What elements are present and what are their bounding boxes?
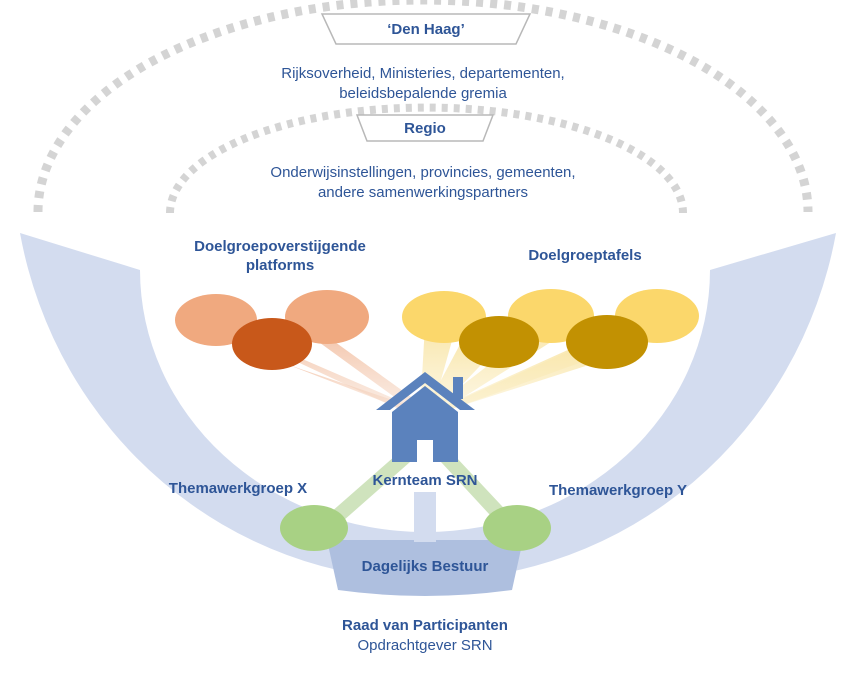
werkgroep-x-label: Themawerkgroep X (168, 480, 308, 497)
den-haag-tab-shape (320, 13, 532, 45)
kernteam-label: Kernteam SRN (372, 472, 478, 489)
regio-description: Onderwijsinstellingen, provincies, gemee… (223, 163, 623, 203)
tafels-label: Doelgroeptafels (528, 247, 642, 264)
den-haag-description: Rijksoverheid, Ministeries, departemente… (223, 64, 623, 104)
den-haag-dotted-arc (33, 0, 813, 213)
dagelijks-bestuur-band (327, 540, 523, 596)
werkgroep-x-ellipse (280, 505, 348, 551)
house-connector (414, 492, 436, 542)
raad-title: Raad van Participanten (342, 617, 508, 634)
house-icon (376, 372, 475, 462)
platform-ellipse-3 (232, 318, 312, 370)
platforms-label: Doelgroepoverstijgende platforms (180, 237, 380, 275)
regio-line-1: Onderwijsinstellingen, provincies, gemee… (270, 164, 576, 181)
regio-line-2: andere samenwerkingspartners (317, 184, 529, 201)
regio-tab: Regio (355, 113, 495, 143)
werkgroep-y-label: Themawerkgroep Y (548, 482, 688, 499)
den-haag-line-2: beleidsbepalende gremia (339, 85, 507, 102)
regio-title: Regio (404, 119, 446, 137)
tafel-ellipse-4 (459, 316, 539, 368)
tafel-ellipse-5 (566, 315, 648, 369)
raad-arc-band (20, 233, 836, 581)
den-haag-title: ‘Den Haag’ (387, 20, 465, 38)
raad-subtitle: Opdrachtgever SRN (357, 637, 493, 654)
regio-tab-shape (355, 114, 495, 142)
platforms-line-2: platforms (245, 257, 315, 274)
den-haag-tab: ‘Den Haag’ (320, 12, 532, 46)
platforms-line-1: Doelgroepoverstijgende (194, 238, 366, 255)
dagelijks-bestuur-label: Dagelijks Bestuur (361, 558, 489, 575)
regio-dotted-arc (166, 103, 687, 214)
den-haag-line-1: Rijksoverheid, Ministeries, departemente… (281, 65, 565, 82)
werkgroep-y-ellipse (483, 505, 551, 551)
connector-werkgroep-x (322, 456, 410, 528)
